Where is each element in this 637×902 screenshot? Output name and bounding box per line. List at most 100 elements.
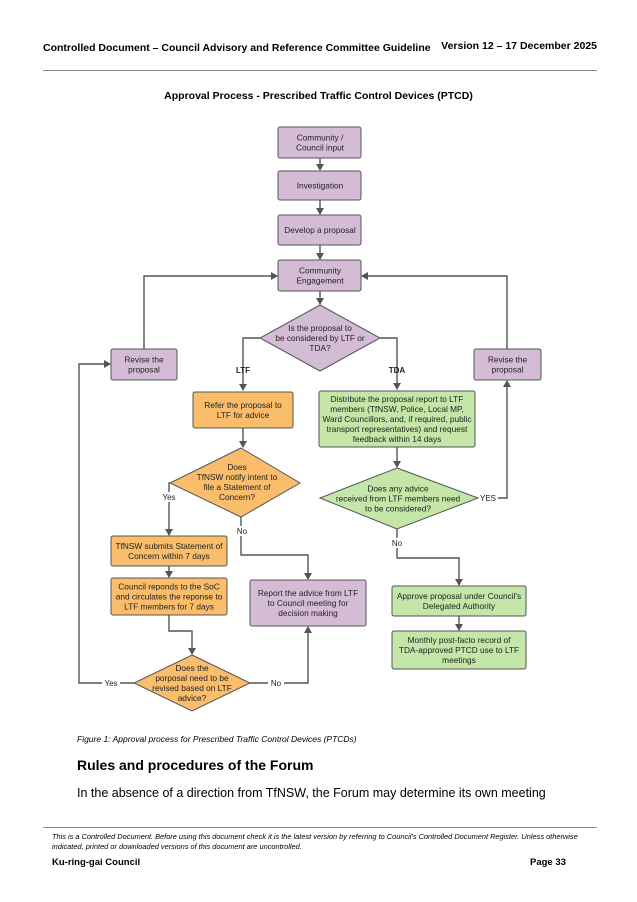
node-community-engagement: [277, 259, 362, 292]
node-label-line: Engagement: [296, 276, 344, 286]
edge-revise-no: [250, 626, 312, 684]
document-version: Version 12 – 17 December 2025: [441, 40, 597, 52]
node-revise-left: [110, 348, 178, 381]
node-label-line: LTF members for 7 days: [124, 602, 214, 612]
node-decision-advice-considered: [318, 467, 480, 530]
node-monthly-record: [391, 630, 527, 670]
edge-label-ltf: LTF: [236, 366, 250, 375]
edge-label-yes-advice: YES: [480, 494, 496, 503]
node-label-line: Delegated Authority: [423, 601, 496, 611]
footer-organisation: Ku-ring-gai Council: [52, 857, 141, 868]
node-label-line: to Council meeting for: [268, 598, 349, 608]
node-label-line: received from LTF members need: [336, 494, 461, 504]
node-label-line: Refer the proposal to: [204, 400, 282, 410]
document-header-title: Controlled Document – Council Advisory a…: [43, 42, 431, 54]
node-label-line: Revise the: [488, 355, 528, 365]
edge-revise-left-to-engagement: [143, 272, 278, 349]
node-label-line: Monthly post-facto record of: [408, 635, 512, 645]
node-label-line: Is the proposal to: [288, 323, 352, 333]
edge-advice-yes: [478, 380, 511, 499]
edge-tfnsw-yes: [165, 482, 173, 536]
node-report-advice: [249, 579, 367, 627]
node-label-line: file a Statement of: [204, 482, 272, 492]
edge-label-yes-revise: Yes: [104, 679, 117, 688]
node-label-line: members (TfNSW, Police, Local MP,: [330, 404, 464, 414]
node-decision-ltf-or-tda: [258, 304, 382, 372]
node-label-line: and circulates the reponse to: [116, 592, 223, 602]
flowchart-edges: [78, 158, 511, 684]
node-label-line: porposal need to be: [155, 673, 229, 683]
node-revise-right: [473, 348, 542, 381]
edge-label-no-advice: No: [392, 539, 403, 548]
node-decision-revise-needed: [132, 654, 252, 712]
edge-label-tda: TDA: [389, 366, 406, 375]
node-label-line: feedback within 14 days: [353, 434, 442, 444]
edge-label-no-revise: No: [271, 679, 282, 688]
edge-revise-right-to-engagement: [361, 272, 508, 349]
node-community-input: [277, 126, 362, 159]
node-develop-proposal: [277, 214, 362, 246]
node-label-line: Approve proposal under Council's: [397, 591, 521, 601]
edge-decision-to-tda: [380, 337, 401, 390]
footer-divider: [43, 827, 597, 828]
edge-responds-to-revise-decision: [168, 615, 196, 655]
node-label-line: TDA?: [309, 343, 331, 353]
node-approve-delegated: [391, 585, 527, 617]
figure-title: Approval Process - Prescribed Traffic Co…: [164, 90, 473, 102]
node-label-line: advice?: [178, 693, 207, 703]
body-paragraph: In the absence of a direction from TfNSW…: [77, 786, 546, 800]
node-label-line: Report the advice from LTF: [258, 588, 358, 598]
edge-label-no-soc: No: [237, 527, 248, 536]
node-label-line: Community /: [297, 133, 344, 143]
node-label-develop: Develop a proposal: [284, 225, 356, 235]
node-label-line: LTF for advice: [217, 410, 270, 420]
node-label-line: transport representatives) and request: [327, 424, 468, 434]
node-label-line: revised based on LTF: [152, 683, 232, 693]
edge-label-yes-soc: Yes: [162, 493, 175, 502]
page-number: Page 33: [530, 857, 566, 868]
node-council-responds: [110, 577, 228, 616]
node-label-line: Investigation: [297, 181, 344, 191]
node-tfnsw-submits: [110, 535, 228, 567]
footer-note: This is a Controlled Document. Before us…: [52, 832, 578, 851]
node-label-line: Does any advice: [367, 484, 429, 494]
node-label-community-input: Community /Council input: [296, 133, 345, 153]
figure-caption: Figure 1: Approval process for Prescribe…: [77, 734, 357, 744]
node-label-investigation: Investigation: [297, 181, 344, 191]
node-label-line: TfNSW notify intent to: [197, 472, 278, 482]
node-label-line: to be considered?: [365, 504, 431, 514]
header-divider: [43, 70, 597, 71]
flowchart-nodes: [110, 126, 542, 712]
edge-decision-to-ltf: [239, 337, 260, 391]
node-label-line: proposal: [492, 365, 524, 375]
node-label-line: Revise the: [124, 355, 164, 365]
node-investigation: [277, 170, 362, 201]
edge-revise-yes: [78, 360, 134, 684]
node-label-line: Ward Councillors, and, if required, publ…: [322, 414, 471, 424]
node-label-line: Develop a proposal: [284, 225, 356, 235]
section-heading: Rules and procedures of the Forum: [77, 757, 314, 773]
node-label-line: Community: [299, 266, 342, 276]
node-distribute-report: [318, 390, 476, 448]
node-label-line: Does the: [175, 663, 209, 673]
node-label-line: Council input: [296, 143, 345, 153]
edge-tfnsw-no: [240, 517, 312, 580]
node-label-line: be considered by LTF or: [275, 333, 365, 343]
node-label-line: Does: [227, 462, 246, 472]
node-label-line: Distribute the proposal report to LTF: [331, 394, 464, 404]
